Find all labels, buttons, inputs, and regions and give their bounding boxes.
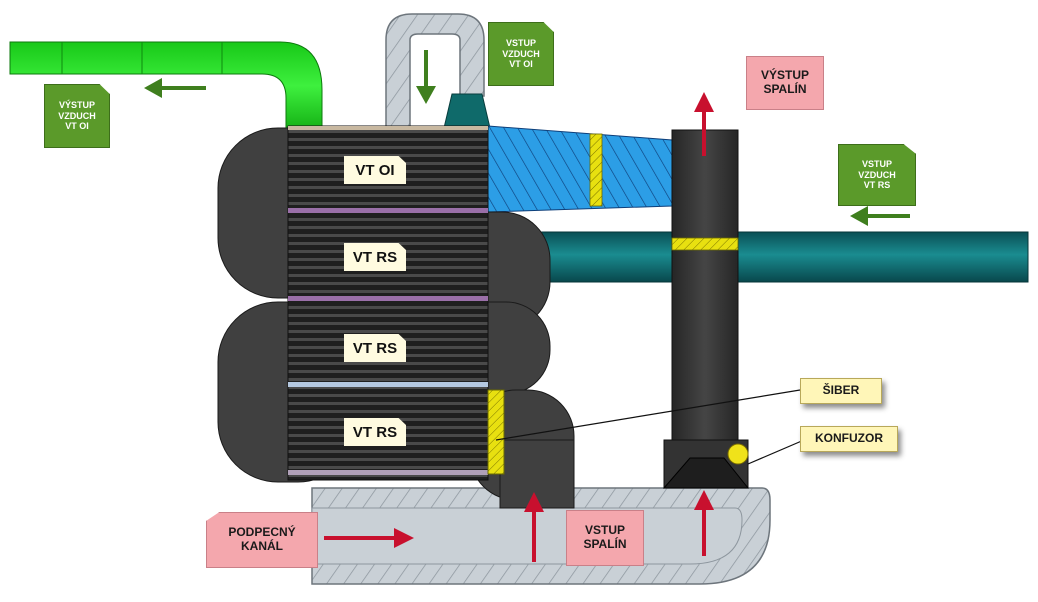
section-label-vt-rs-2: VT RS <box>344 334 406 362</box>
red-arrow-right-channel <box>324 528 414 548</box>
siber-leader-line <box>495 389 801 441</box>
flue-inlet-riser <box>499 439 575 509</box>
teal-air-duct <box>499 231 1029 283</box>
blue-duct-yellow-ring <box>589 133 603 207</box>
callout-vystup-spalin: VÝSTUP SPALÍN <box>746 56 824 110</box>
konfuzor-leader-line <box>747 439 805 465</box>
callout-siber: ŠIBER <box>800 378 882 404</box>
callout-konfuzor: KONFUZOR <box>800 426 898 452</box>
section-label-vt-rs-3: VT RS <box>344 418 406 446</box>
blue-air-duct <box>487 125 673 213</box>
chimney-yellow-ring <box>671 237 739 251</box>
green-duct-seams <box>61 42 223 74</box>
green-arrow-left-top <box>144 78 206 98</box>
green-arrow-down-inlet <box>416 50 436 104</box>
siber-damper <box>487 389 505 475</box>
callout-vstup-vzduch-vt-rs: VSTUP VZDUCH VT RS <box>838 144 916 206</box>
section-label-vt-oi: VT OI <box>344 156 406 184</box>
tube-separators <box>288 126 488 475</box>
red-arrow-up-riser <box>524 492 544 562</box>
red-arrow-up-konfuzor <box>694 490 714 556</box>
red-arrow-up-chimney <box>694 92 714 156</box>
flue-chimney <box>671 129 739 451</box>
callout-vstup-spalin: VSTUP SPALÍN <box>566 510 644 566</box>
konfuzor-marker <box>727 443 749 465</box>
callout-vstup-vzduch-vt-oi: VSTUP VZDUCH VT OI <box>488 22 554 86</box>
konfuzor-cone <box>662 457 750 489</box>
callout-podpecny-kanal: PODPECNÝ KANÁL <box>206 512 318 568</box>
green-arrow-left-right <box>850 206 910 226</box>
callout-vystup-vzduch-vt-oi: VÝSTUP VZDUCH VT OI <box>44 84 110 148</box>
section-label-vt-rs-1: VT RS <box>344 243 406 271</box>
inlet-cone <box>443 93 491 129</box>
